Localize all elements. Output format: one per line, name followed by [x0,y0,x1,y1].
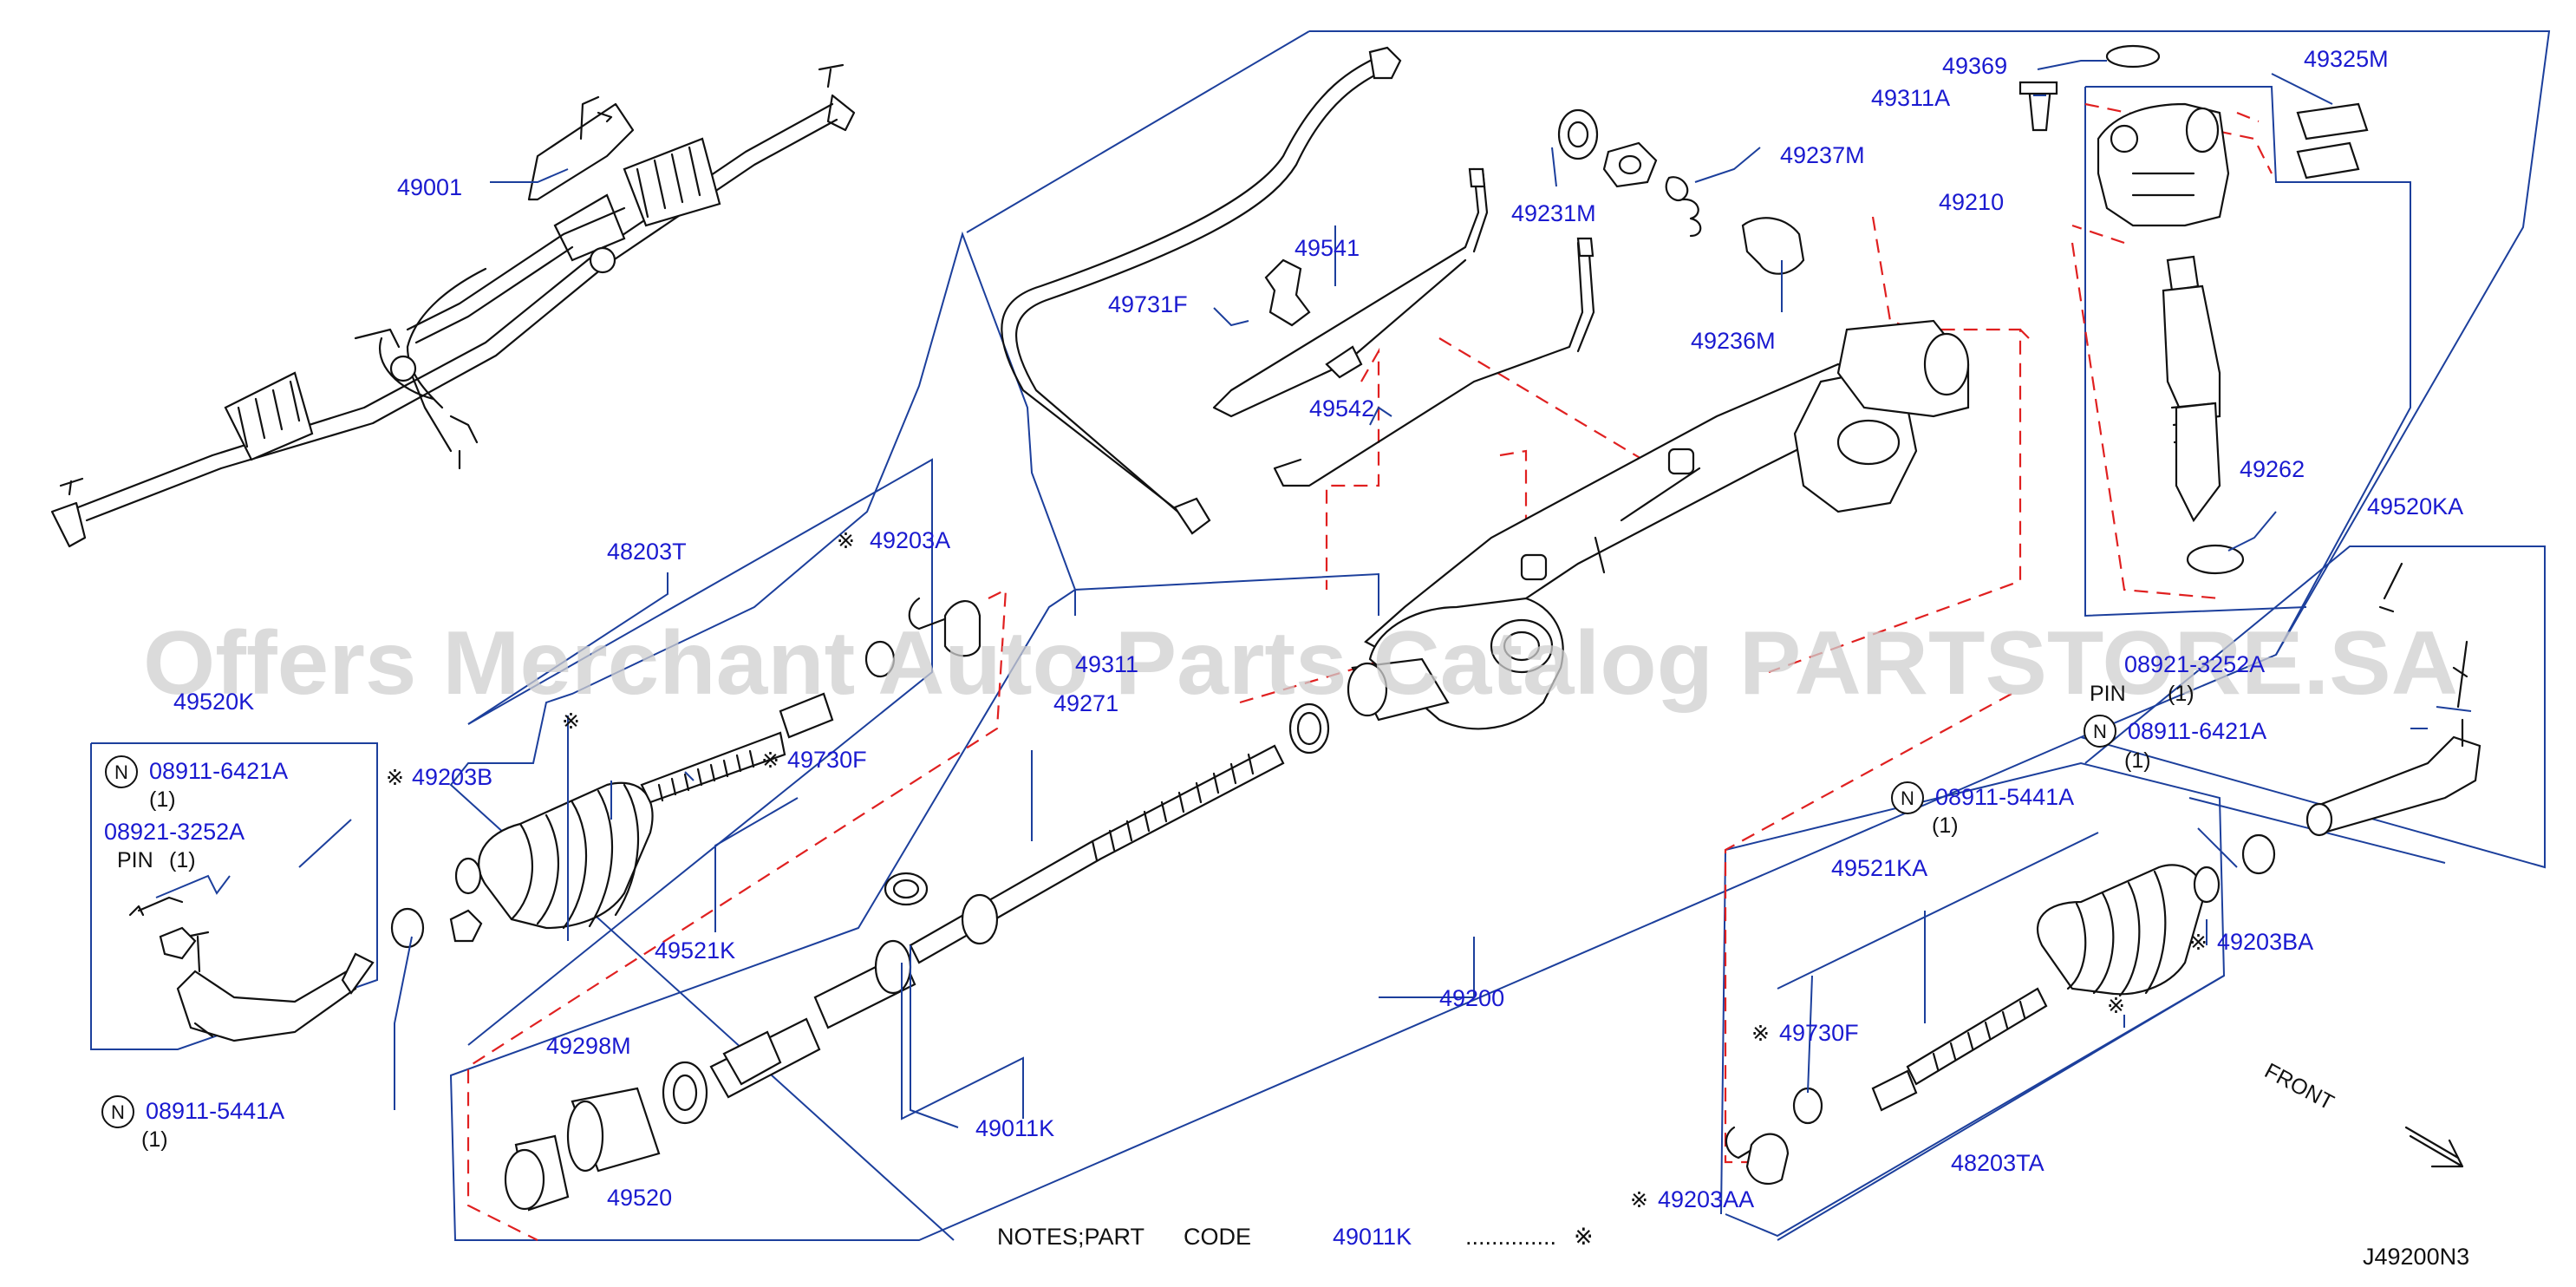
callout-49298M: 49298M [546,1033,631,1059]
diagram-code: J49200N3 [2363,1244,2469,1270]
kome-icon: ※ [1751,1022,1770,1046]
callout-49730F-right: 49730F [1779,1020,1859,1046]
tie-rod-end-49520KA [2305,562,2481,837]
pin-label: PIN [2090,682,2126,706]
callout-48203TA: 48203TA [1951,1150,2044,1176]
callout-49203B: 49203B [412,764,492,790]
front-label: FRONT [2260,1059,2338,1115]
callout-49011K: 49011K [975,1115,1054,1141]
callout-49001: 49001 [397,174,462,200]
valve-small-parts [1264,108,1805,379]
notes-line: NOTES;PART CODE 49011K .............. ※ [997,1224,1594,1250]
callout-49262: 49262 [2240,456,2305,482]
callout-08921-3252A-right: 08921-3252A [2124,651,2265,677]
svg-text:N: N [2093,721,2107,742]
quantity-text: (1) [169,848,196,872]
callout-49271: 49271 [1053,690,1118,716]
callout-49325M: 49325M [2304,46,2389,72]
callout-49231M: 49231M [1511,200,1596,226]
kome-icon: ※ [2107,994,2125,1018]
callout-49520: 49520 [607,1185,672,1211]
quantity-text: (1) [1932,813,1959,838]
callout-08911-6421A-left: 08911-6421A [149,758,288,784]
notes-prefix: NOTES;PART [997,1224,1145,1250]
notes-part: 49011K [1333,1224,1412,1250]
callout-08921-3252A-left: 08921-3252A [104,819,245,845]
callout-49210: 49210 [1939,189,2004,215]
callout-49236M: 49236M [1691,328,1776,354]
rack-49271 [709,702,1330,1099]
callout-49203AA: 49203AA [1658,1186,1754,1212]
kome-icon: ※ [761,748,779,773]
front-indicator: FRONT [2260,1059,2464,1168]
callout-49237M: 49237M [1780,142,1865,168]
quantity-text: (1) [2168,682,2194,706]
callout-49541: 49541 [1295,235,1360,261]
kome-icon: ※ [386,766,404,790]
kome-icon: ※ [1574,1224,1594,1250]
notes-code-word: CODE [1184,1224,1251,1250]
svg-text:N: N [111,1101,125,1123]
kome-icon: ※ [837,529,855,553]
tie-rod-end-49520K [128,896,375,1042]
watermark: Offers Merchant Auto Parts Catalog PARTS… [143,613,2458,714]
left-boot-kit [390,597,981,949]
callout-48203T: 48203T [607,539,687,565]
hydraulic-lines [1001,46,1595,535]
quantity-text: (1) [141,1127,168,1152]
svg-text:N: N [114,761,128,783]
steering-gear-assembly-49001 [50,63,856,548]
nut-badge: N [2084,715,2116,748]
callout-49203BA: 49203BA [2217,929,2313,955]
callout-leaders [155,60,2472,1128]
right-boot-kit [1725,833,2276,1186]
quantity-text: (1) [149,787,176,812]
nut-badge: N [101,1095,134,1128]
rack-housing-49200 [1347,319,1970,730]
nut-badge: N [1891,781,1924,814]
callout-08911-5441A-right: 08911-5441A [1935,784,2074,810]
callout-49311A: 49311A [1871,85,1950,111]
kome-icon: ※ [1630,1188,1648,1212]
notes-dots: .............. [1465,1224,1556,1250]
callout-49520KA: 49520KA [2367,493,2463,519]
kome-icon: ※ [2189,931,2208,955]
callout-49730F: 49730F [787,747,867,773]
callout-49369: 49369 [1942,53,2007,79]
callout-49200: 49200 [1439,985,1504,1011]
callout-49203A: 49203A [870,527,950,553]
callout-49520K: 49520K [173,689,254,715]
callout-08911-5441A-left: 08911-5441A [146,1098,284,1124]
control-valve-49210 [2018,44,2369,575]
callout-labels: 49001 48203T ※ 49203A ※ ※ 49203B ※ 49730… [101,46,2463,1212]
callout-49311: 49311 [1075,651,1138,677]
callout-49521KA: 49521KA [1831,855,1927,881]
svg-text:N: N [1901,787,1914,809]
bushings-49298M-49520 [504,1061,708,1212]
quantity-text: (1) [2124,748,2151,773]
kome-icon: ※ [562,709,580,734]
callout-08911-6421A-right: 08911-6421A [2128,718,2266,744]
callout-49731F: 49731F [1108,291,1188,317]
pin-label: PIN [117,848,153,872]
nut-badge: N [105,755,138,788]
callout-49542: 49542 [1309,395,1374,421]
callout-49521K: 49521K [655,937,735,964]
